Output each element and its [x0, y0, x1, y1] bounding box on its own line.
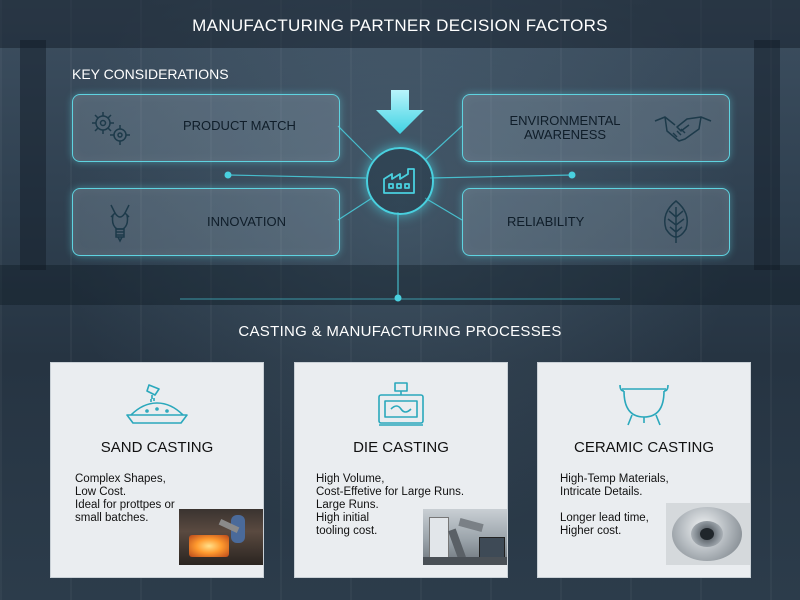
- card-text: Cost-Effetive for Large Runs.: [316, 486, 465, 498]
- section-subtitle: KEY CONSIDERATIONS: [72, 66, 229, 82]
- card-title: SAND CASTING: [100, 439, 214, 456]
- page-title: MANUFACTURING PARTNER DECISION FACTORS: [192, 16, 608, 35]
- factor-label: INNOVATION: [207, 214, 286, 229]
- crucible-icon: [619, 384, 669, 426]
- leaf-icon: [664, 200, 688, 243]
- processes-title: CASTING & MANUFACTURING PROCESSES: [238, 323, 562, 340]
- down-arrow-icon: [376, 90, 424, 134]
- card-text: small batches.: [75, 512, 149, 524]
- card-title: CERAMIC CASTING: [573, 439, 714, 456]
- factor-innovation: INNOVATION: [72, 188, 340, 256]
- card-text: Ideal for prottpes or: [75, 499, 175, 511]
- card-text: High initial: [316, 512, 370, 524]
- card-sand-casting: SAND CASTING Complex Shapes, Low Cost. I…: [50, 362, 264, 578]
- factor-reliability: RELIABILITY: [462, 188, 730, 256]
- factor-product-match: PRODUCT MATCH: [72, 94, 340, 162]
- factory-icon: [383, 168, 415, 194]
- card-text: Low Cost.: [75, 486, 127, 498]
- card-text: Higher cost.: [560, 525, 622, 537]
- card-text: High Volume,: [316, 473, 385, 485]
- card-text: Intricate Details.: [560, 486, 643, 498]
- gears-icon: [92, 112, 130, 145]
- card-text: Complex Shapes,: [75, 473, 166, 485]
- card-text: Longer lead time,: [560, 512, 649, 524]
- lightbulb-icon: [110, 204, 130, 243]
- factor-environmental-awareness: ENVIRONMENTAL AWARENESS: [462, 94, 730, 162]
- factory-hub: [366, 147, 434, 215]
- handshake-icon: [654, 116, 712, 142]
- robot-line-photo: [423, 509, 507, 565]
- die-press-icon: [378, 382, 424, 426]
- bearing-part-photo: [666, 503, 750, 565]
- card-text: tooling cost.: [316, 525, 378, 537]
- card-die-casting: DIE CASTING High Volume, Cost-Effetive f…: [294, 362, 508, 578]
- factor-label: RELIABILITY: [507, 214, 585, 229]
- sand-pour-icon: [126, 384, 188, 424]
- factor-label: ENVIRONMENTAL AWARENESS: [509, 113, 621, 142]
- card-title: DIE CASTING: [353, 439, 449, 456]
- card-ceramic-casting: CERAMIC CASTING High-Temp Materials, Int…: [537, 362, 751, 578]
- foundry-photo: [179, 509, 263, 565]
- card-text: High-Temp Materials,: [560, 473, 669, 485]
- factor-label: PRODUCT MATCH: [183, 118, 296, 133]
- card-text: Large Runs.: [316, 499, 379, 511]
